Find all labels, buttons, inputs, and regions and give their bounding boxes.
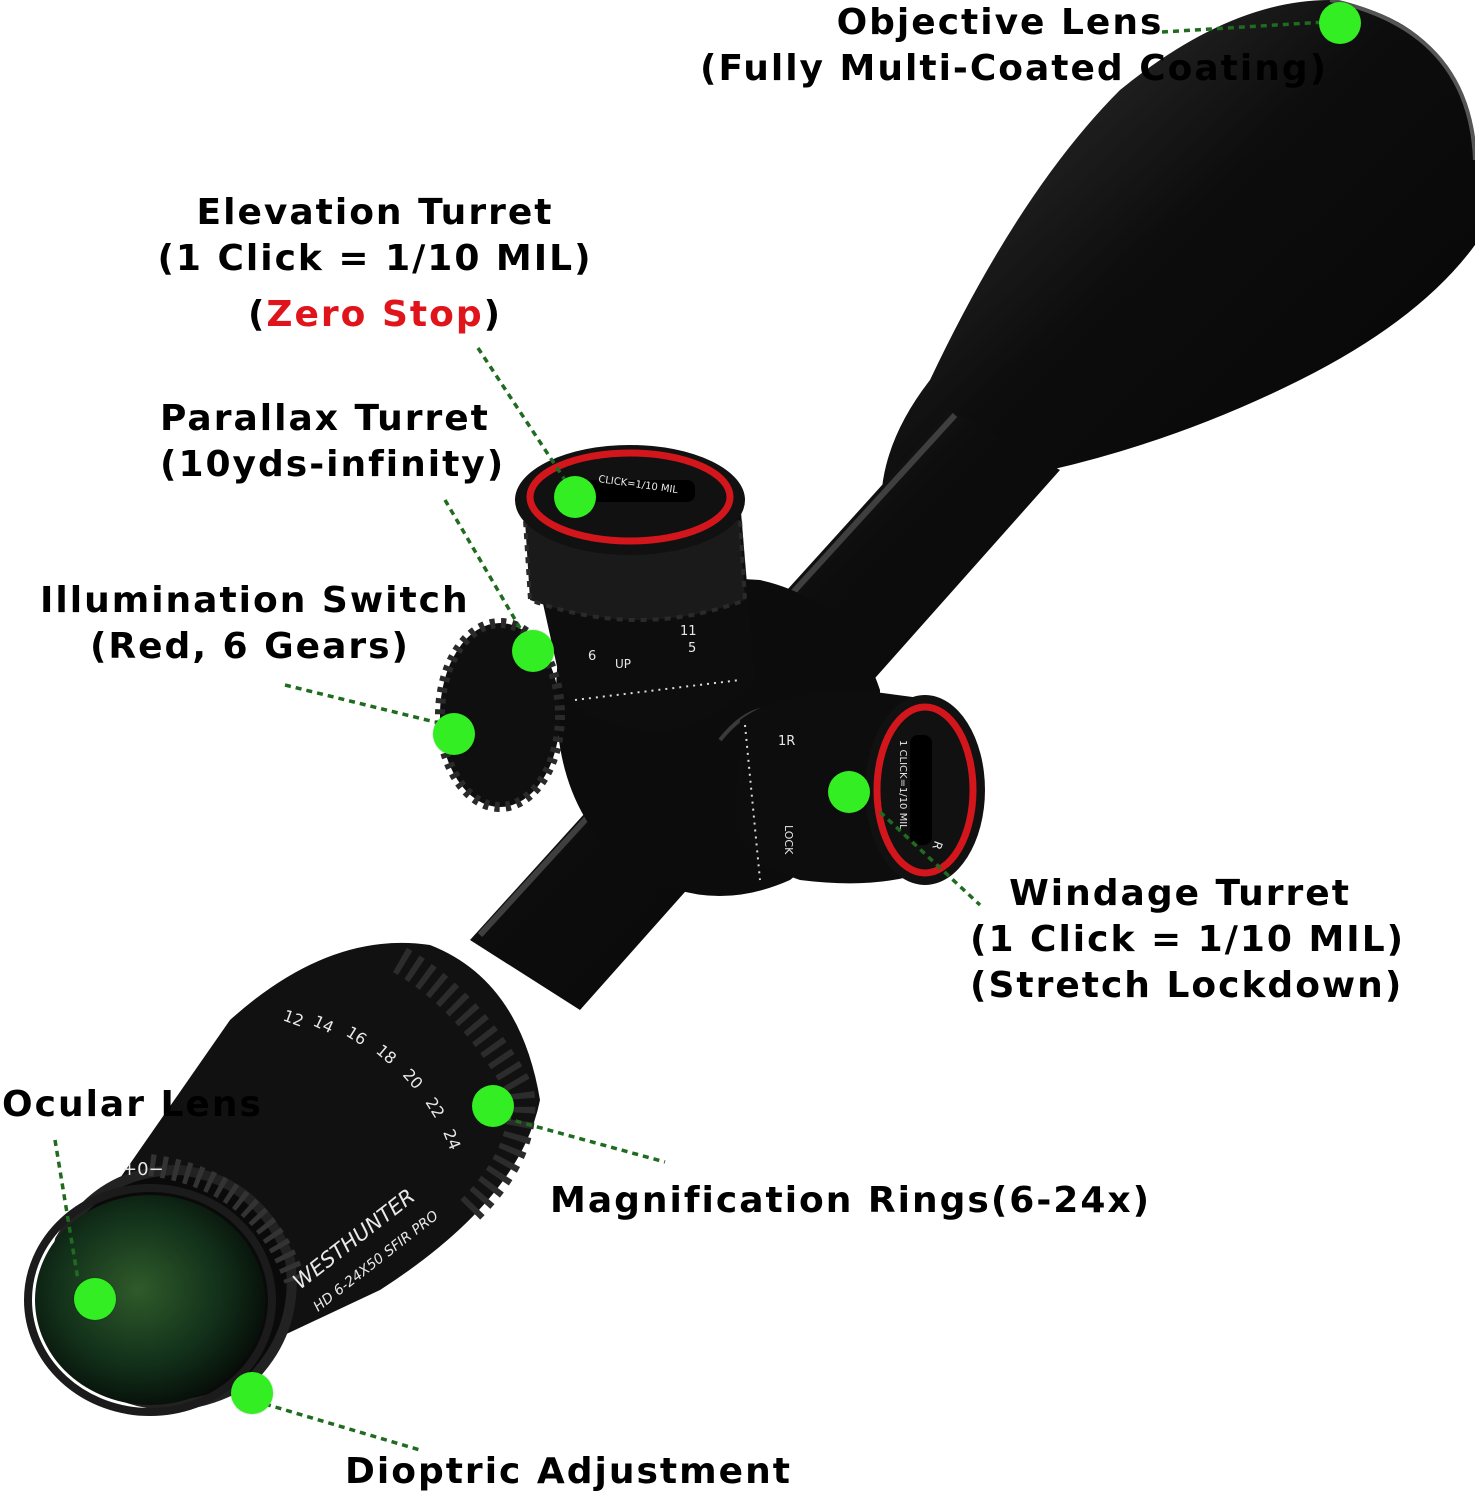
leader-illumination — [284, 683, 436, 724]
label-elevation-turret: Elevation Turret (1 Click = 1/10 MIL) (Z… — [155, 190, 595, 338]
leader-ocular — [53, 1139, 80, 1281]
marker-objective-lens — [1319, 2, 1361, 44]
marker-parallax-turret — [512, 630, 554, 672]
ocular-lens-rim — [24, 1184, 276, 1416]
leader-lines — [53, 20, 1326, 1452]
marker-ocular-lens — [74, 1278, 116, 1320]
leader-objective — [1161, 20, 1326, 34]
elevation-number-5: 5 — [688, 641, 696, 656]
label-ocular-lens: Ocular Lens — [2, 1082, 263, 1128]
label-dioptric-adjustment: Dioptric Adjustment — [345, 1449, 792, 1495]
windage-lock-marking: LOCK — [782, 825, 795, 855]
leader-elevation — [476, 347, 567, 481]
windage-turret — [735, 690, 985, 885]
illumination-switch-title: Illumination Switch — [40, 580, 470, 621]
zero-stop-open: ( — [247, 294, 267, 335]
leader-dioptric — [264, 1402, 421, 1452]
dioptric-adjustment-title: Dioptric Adjustment — [345, 1451, 792, 1492]
label-windage-turret: Windage Turret (1 Click = 1/10 MIL) (Str… — [970, 871, 1406, 1009]
diopter-scale: +0− — [122, 1159, 164, 1180]
label-magnification-rings: Magnification Rings(6-24x) — [550, 1178, 1151, 1224]
marker-magnification-rings — [472, 1085, 514, 1127]
magnification-rings-title: Magnification Rings(6-24x) — [550, 1180, 1152, 1221]
windage-turret-detail2: (Stretch Lockdown) — [970, 965, 1404, 1006]
windage-turret-detail: (1 Click = 1/10 MIL) — [970, 919, 1406, 960]
label-illumination-switch: Illumination Switch (Red, 6 Gears) — [40, 578, 470, 670]
leader-windage — [878, 810, 982, 907]
zero-stop-highlight: Zero Stop — [266, 294, 484, 335]
elevation-turret-zero-stop: (Zero Stop) — [155, 292, 595, 338]
marker-illumination-switch — [433, 713, 475, 755]
marker-dioptric-adjustment — [231, 1372, 273, 1414]
windage-turret-title: Windage Turret — [1009, 873, 1351, 914]
marker-elevation-turret — [554, 476, 596, 518]
objective-bell — [881, 0, 1475, 560]
illumination-switch-detail: (Red, 6 Gears) — [89, 626, 411, 667]
zero-stop-close: ) — [483, 294, 503, 335]
leader-magnification — [504, 1116, 666, 1164]
elevation-number-11: 11 — [680, 624, 697, 639]
ocular-lens-title: Ocular Lens — [2, 1084, 263, 1125]
windage-cap-marking: 1 CLICK=1/10 MIL — [897, 740, 908, 830]
label-parallax-turret: Parallax Turret (10yds-infinity) — [160, 396, 505, 488]
elevation-direction: UP — [615, 657, 631, 671]
marker-windage-turret — [828, 771, 870, 813]
elevation-turret — [515, 445, 755, 732]
windage-direction: 1R — [778, 734, 795, 749]
objective-lens-detail: (Fully Multi-Coated Coating) — [700, 48, 1329, 89]
ocular-lens-glass — [35, 1195, 265, 1405]
parallax-turret-title: Parallax Turret — [160, 398, 490, 439]
objective-lens-title: Objective Lens — [836, 2, 1164, 43]
parallax-turret-detail: (10yds-infinity) — [160, 444, 506, 485]
leader-parallax — [443, 499, 522, 629]
elevation-turret-detail: (1 Click = 1/10 MIL) — [157, 238, 593, 279]
elevation-number-6: 6 — [588, 649, 596, 664]
label-objective-lens: Objective Lens (Fully Multi-Coated Coati… — [700, 0, 1329, 92]
elevation-turret-title: Elevation Turret — [196, 192, 554, 233]
